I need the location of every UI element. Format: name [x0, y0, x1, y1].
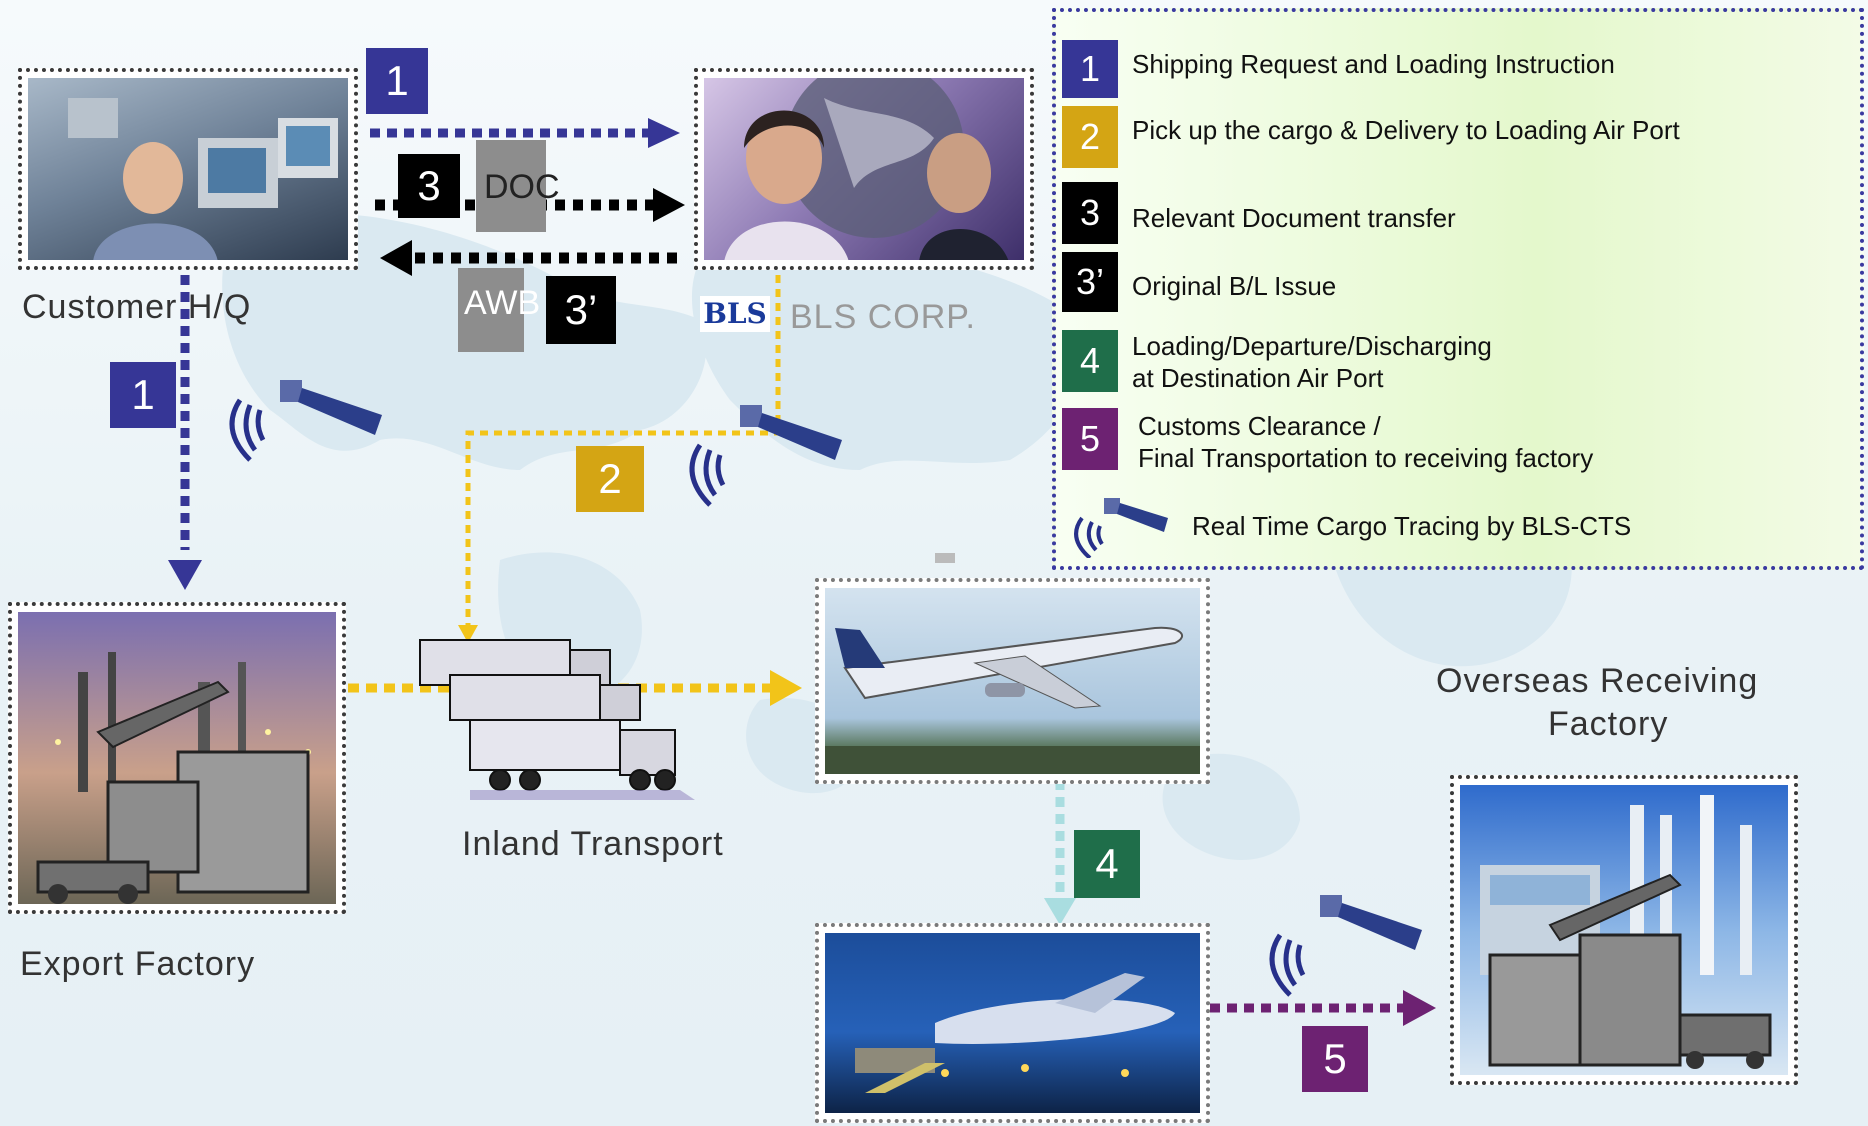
- doc-document: DOC: [476, 140, 560, 232]
- airplane-takeoff-photo: [815, 578, 1210, 784]
- step4-badge: 4: [1074, 830, 1140, 898]
- doc-document-label: DOC: [484, 168, 560, 206]
- legend-text-4b: at Destination Air Port: [1132, 363, 1384, 393]
- satellite-icon: [229, 380, 382, 462]
- legend-panel: 1 Shipping Request and Loading Instructi…: [1052, 8, 1864, 570]
- legend-text-2: Pick up the cargo & Delivery to Loading …: [1132, 115, 1680, 145]
- legend-text-4a: Loading/Departure/Discharging: [1132, 331, 1492, 361]
- step2-arrowhead-right: [770, 670, 802, 706]
- small-marker: [935, 553, 955, 563]
- step3-badge: 3: [398, 154, 460, 218]
- legend-text-3p: Original B/L Issue: [1132, 271, 1337, 301]
- legend-badge-2: 2: [1062, 106, 1118, 168]
- step1-arrowhead-down: [168, 560, 202, 590]
- step5-arrowhead: [1403, 990, 1436, 1026]
- step1-badge-top: 1: [366, 48, 428, 114]
- satellite-icon: [1269, 895, 1422, 997]
- legend-badge-4: 4: [1062, 330, 1118, 392]
- step5-badge: 5: [1302, 1026, 1368, 1092]
- overseas-factory-photo: [1450, 775, 1798, 1085]
- step2-arrows: [465, 275, 781, 625]
- satellite-icon: [689, 405, 842, 507]
- step2-arrowhead-down: [458, 625, 478, 643]
- legend-text-1: Shipping Request and Loading Instruction: [1132, 49, 1615, 79]
- step1-arrows: [180, 128, 650, 550]
- bls-corp-label: BLS CORP.: [790, 298, 977, 336]
- export-factory-photo: [8, 602, 346, 914]
- step3-arrowhead-right: [653, 188, 685, 222]
- customer-hq-label: Customer H/Q: [22, 288, 252, 326]
- overseas-factory-label-line1: Overseas Receiving: [1436, 662, 1759, 700]
- step3p-badge: 3’: [546, 276, 616, 344]
- legend-badge-3: 3: [1062, 182, 1118, 244]
- inland-transport-label: Inland Transport: [462, 825, 724, 863]
- legend-text-5a: Customs Clearance /: [1138, 411, 1381, 441]
- bls-logo: BLS: [700, 296, 770, 332]
- awb-document-label: AWB: [464, 284, 541, 322]
- step1-arrowhead-right: [648, 118, 680, 148]
- legend-badge-1: 1: [1062, 40, 1118, 98]
- step4-arrowhead: [1044, 898, 1076, 925]
- truck-icon: [410, 630, 700, 810]
- export-factory-label: Export Factory: [20, 945, 256, 983]
- legend-tracking-text: Real Time Cargo Tracing by BLS-CTS: [1192, 511, 1632, 541]
- bls-corp-photo: [694, 68, 1034, 270]
- customer-hq-photo: [18, 68, 358, 270]
- awb-document: AWB: [458, 268, 540, 352]
- overseas-factory-label-line2: Factory: [1548, 705, 1669, 743]
- step1-badge-left: 1: [110, 362, 176, 428]
- step3p-arrowhead-left: [380, 240, 412, 276]
- legend-satellite-icon: [1074, 498, 1168, 558]
- legend-text-3: Relevant Document transfer: [1132, 203, 1456, 233]
- legend-badge-3p: 3’: [1062, 252, 1118, 312]
- legend-text-5b: Final Transportation to receiving factor…: [1138, 443, 1594, 473]
- step2-badge: 2: [576, 446, 644, 512]
- legend-badge-5: 5: [1062, 408, 1118, 470]
- airplane-loading-photo: [815, 923, 1210, 1123]
- step3-arrows: [375, 199, 680, 264]
